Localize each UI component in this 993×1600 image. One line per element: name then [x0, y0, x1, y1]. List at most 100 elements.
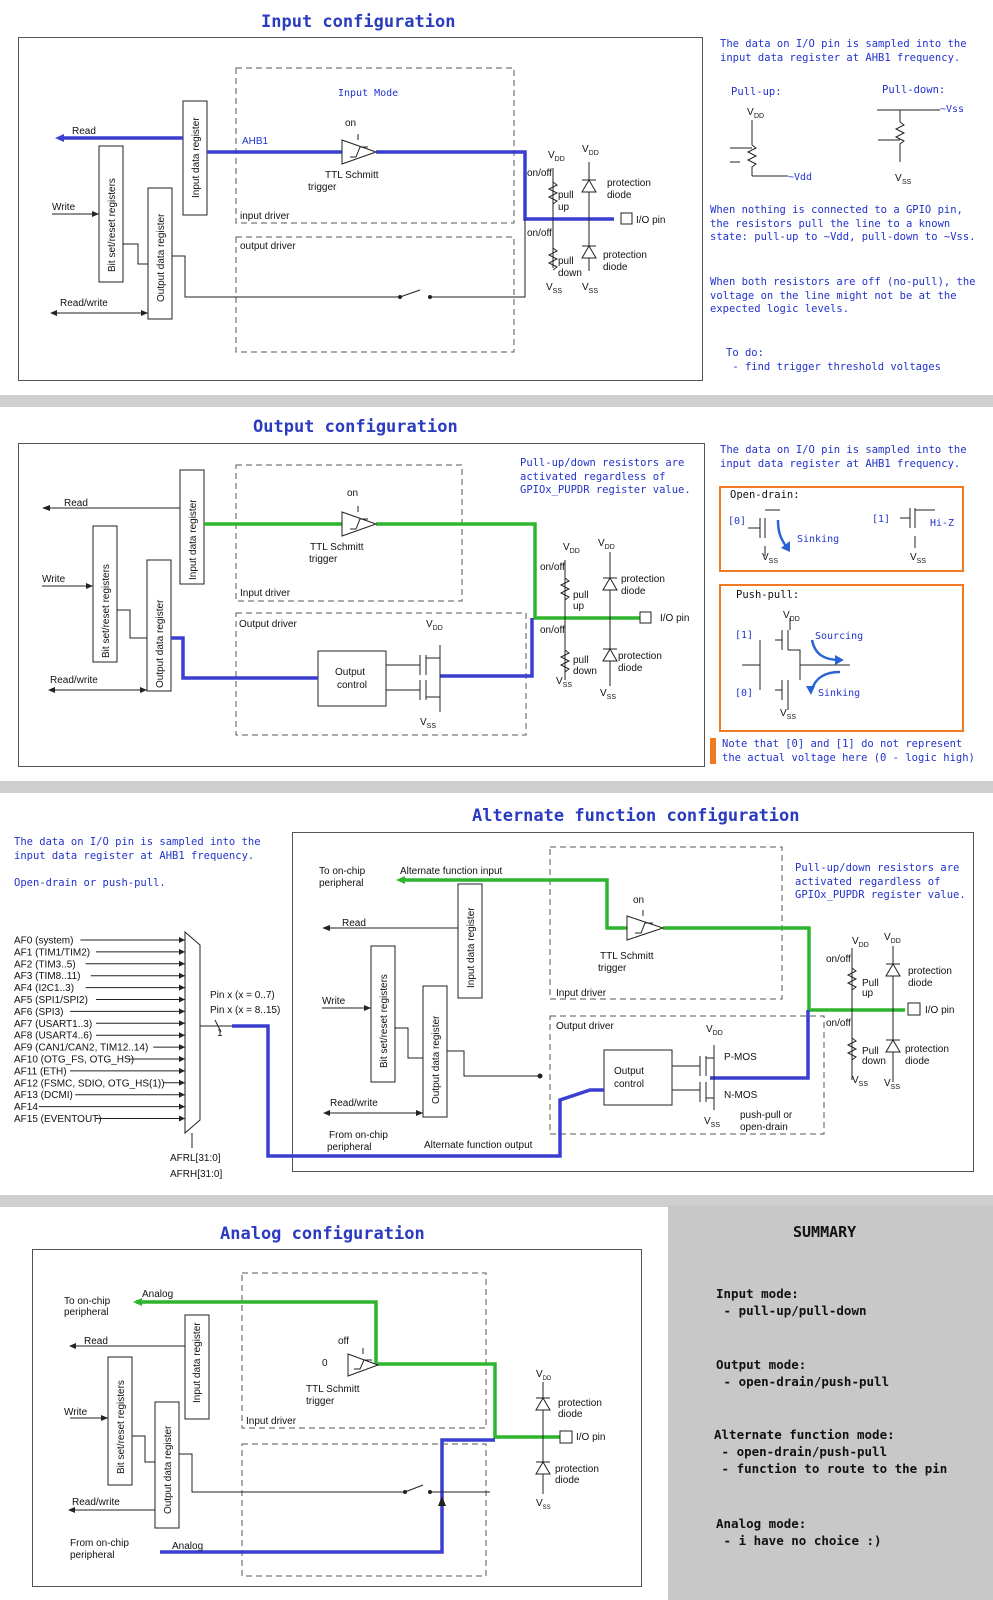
bit-set-reset-box	[98, 145, 124, 283]
svg-text:Write: Write	[42, 574, 66, 585]
af-item: AF2 (TIM3..5)	[14, 959, 76, 970]
svg-text:pull: pull	[573, 655, 589, 666]
svg-text:Read: Read	[72, 126, 96, 137]
af-item: AF5 (SPI1/SPI2)	[14, 995, 88, 1006]
svg-text:pull: pull	[558, 190, 574, 201]
svg-text:diode: diode	[621, 586, 646, 597]
svg-text:on/off: on/off	[527, 168, 552, 179]
svg-text:Read: Read	[64, 498, 88, 509]
bit-set-reset-label: Bit set/reset registers	[107, 178, 118, 272]
svg-text:up: up	[862, 988, 874, 999]
svg-text:input driver: input driver	[240, 211, 290, 222]
af-arrow-icon	[179, 996, 185, 1003]
svg-text:output driver: output driver	[240, 241, 296, 252]
alternate-diagram: Input data register Bit set/reset regist…	[14, 846, 954, 1180]
af-arrow-icon	[179, 1032, 185, 1039]
svg-text:Sinking: Sinking	[818, 688, 860, 699]
svg-text:protection: protection	[603, 250, 647, 261]
section-separator	[0, 1195, 993, 1207]
svg-text:protection: protection	[607, 178, 651, 189]
alternate-note-left: The data on I/O pin is sampled into the …	[14, 836, 261, 889]
af-item: AF15 (EVENTOUT)	[14, 1114, 102, 1125]
svg-text:on: on	[633, 895, 644, 906]
svg-text:Input data register: Input data register	[466, 907, 477, 988]
svg-text:Bit set/reset registers: Bit set/reset registers	[101, 564, 112, 658]
svg-text:protection: protection	[621, 574, 665, 585]
input-data-register-label: Input data register	[191, 117, 202, 198]
svg-text:V: V	[747, 107, 754, 118]
output-diagram-frame	[18, 443, 705, 767]
input-data-register-box	[182, 100, 208, 216]
svg-text:I/O pin: I/O pin	[925, 1005, 954, 1016]
svg-text:on/off: on/off	[826, 954, 851, 965]
svg-text:Output data register: Output data register	[163, 1425, 174, 1514]
svg-text:pull: pull	[558, 256, 574, 267]
svg-text:Input data register: Input data register	[192, 1322, 203, 1403]
af-arrow-icon	[179, 1115, 185, 1122]
output-note-resistors: Pull-up/down resistors are activated reg…	[520, 457, 691, 496]
protection-diode-icon	[581, 245, 597, 259]
af-item: AF1 (TIM1/TIM2)	[14, 947, 90, 958]
summary-title: SUMMARY	[793, 1223, 857, 1241]
af-item: AF10 (OTG_FS, OTG_HS)	[14, 1055, 134, 1066]
open-drain-diagram: [0] Sinking [1] Hi-Z VSS VSS	[728, 508, 954, 565]
svg-text:pull: pull	[573, 590, 589, 601]
af-multiplexer	[184, 930, 201, 1135]
svg-text:Pull: Pull	[862, 978, 879, 989]
svg-text:diode: diode	[607, 190, 632, 201]
svg-text:protection: protection	[555, 1464, 599, 1475]
svg-text:up: up	[573, 601, 585, 612]
svg-text:I/O pin: I/O pin	[660, 613, 689, 624]
svg-text:Read/write: Read/write	[60, 298, 108, 309]
output-config-title: Output configuration	[253, 417, 458, 437]
svg-text:Input driver: Input driver	[556, 988, 607, 999]
svg-text:V: V	[895, 173, 902, 184]
open-drain-box	[719, 486, 964, 572]
svg-text:Read: Read	[342, 918, 366, 929]
svg-text:trigger: trigger	[309, 554, 338, 565]
svg-text:diode: diode	[905, 1056, 930, 1067]
summary-analog: Analog mode: - i have no choice :)	[716, 1516, 882, 1548]
svg-text:Output data register: Output data register	[155, 599, 166, 688]
af-arrow-icon	[179, 972, 185, 979]
af-arrow-icon	[179, 948, 185, 955]
svg-text:P-MOS: P-MOS	[724, 1052, 757, 1063]
af-item: AF12 (FSMC, SDIO, OTG_HS(1))	[14, 1078, 165, 1089]
svg-text:VSS: VSS	[536, 1498, 551, 1511]
svg-text:open-drain: open-drain	[740, 1122, 788, 1133]
svg-text:peripheral: peripheral	[70, 1550, 114, 1561]
svg-text:peripheral: peripheral	[64, 1307, 108, 1318]
af-arrow-icon	[179, 937, 185, 943]
svg-text:[1]: [1]	[735, 630, 753, 641]
summary-alternate: Alternate function mode: - open-drain/pu…	[714, 1427, 948, 1476]
svg-text:down: down	[862, 1056, 886, 1067]
section-separator	[0, 781, 993, 793]
svg-text:Read: Read	[84, 1336, 108, 1347]
pull-resistor-diagrams: V DD ~Vdd ~Vss V SS	[730, 104, 964, 186]
af-arrow-icon	[179, 1079, 185, 1086]
svg-text:VDD: VDD	[536, 1369, 552, 1382]
input-diagram: Input data register Bit set/reset regist…	[50, 67, 665, 353]
svg-text:I/O pin: I/O pin	[636, 215, 665, 226]
svg-text:TTL Schmitt: TTL Schmitt	[310, 542, 364, 553]
svg-text:on: on	[345, 118, 356, 129]
svg-text:TTL Schmitt: TTL Schmitt	[306, 1384, 360, 1395]
af-item: AF9 (CAN1/CAN2, TIM12..14)	[14, 1043, 148, 1054]
svg-text:N-MOS: N-MOS	[724, 1090, 758, 1101]
input-note-mid: When nothing is connected to a GPIO pin,…	[710, 204, 976, 243]
svg-text:Analog: Analog	[172, 1541, 203, 1552]
svg-text:Input driver: Input driver	[246, 1416, 297, 1427]
af-item: AF14	[14, 1102, 38, 1113]
svg-text:Input driver: Input driver	[240, 588, 291, 599]
af-arrow-icon	[179, 960, 185, 967]
af-item: AF11 (ETH)	[14, 1066, 67, 1077]
af-arrow-icon	[179, 1008, 185, 1015]
svg-text:AHB1: AHB1	[242, 136, 269, 147]
svg-text:trigger: trigger	[308, 182, 337, 193]
svg-text:Read/write: Read/write	[330, 1098, 378, 1109]
svg-text:Output data register: Output data register	[431, 1015, 442, 1104]
af-arrow-icon	[179, 1020, 185, 1027]
summary-output: Output mode: - open-drain/push-pull	[716, 1357, 890, 1389]
svg-text:To on-chip: To on-chip	[64, 1296, 111, 1307]
af-item: AF3 (TIM8..11)	[14, 971, 81, 982]
